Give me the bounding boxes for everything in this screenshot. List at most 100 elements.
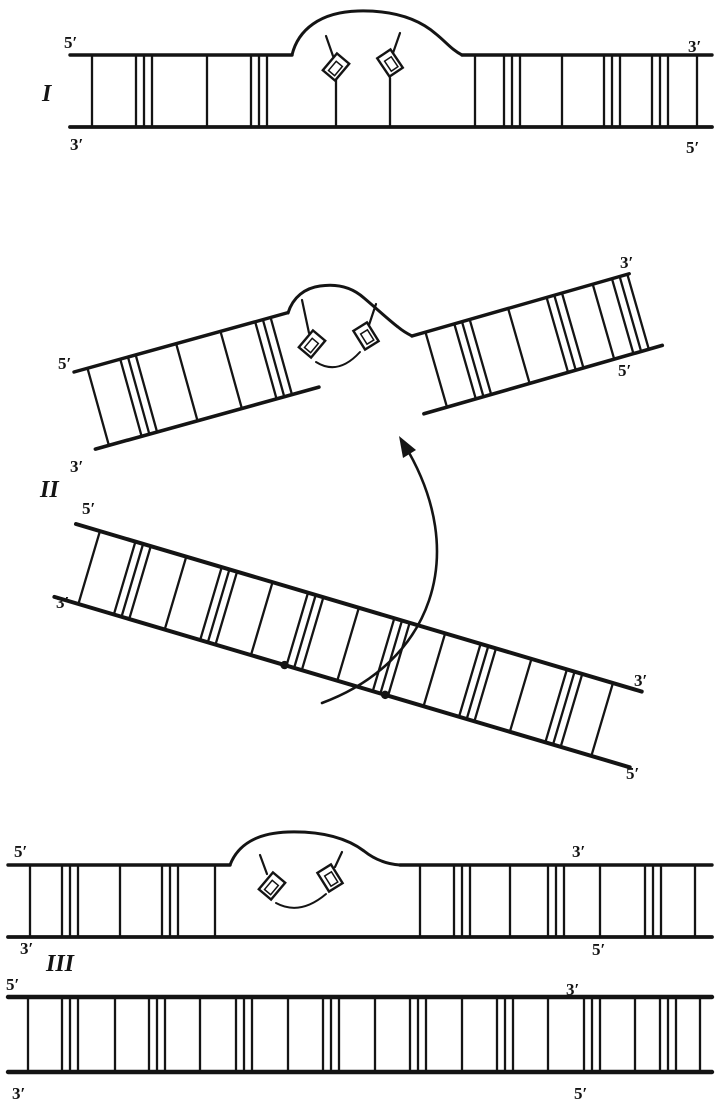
- base-pair-rung: [206, 568, 231, 644]
- base-pair-rung: [300, 596, 325, 672]
- base-pair-rung: [379, 619, 404, 695]
- stage1-duplex-with-dimer: [68, 9, 714, 129]
- bottom-strand-rail: [93, 385, 321, 451]
- dimer-box-outline: [315, 862, 345, 894]
- base-pair-rung: [86, 367, 111, 447]
- dimer-box-inner-mark: [359, 328, 375, 346]
- base-pair-rung: [468, 318, 493, 396]
- bottom-strand-rail: [52, 594, 632, 770]
- base-pair-rung: [424, 330, 449, 409]
- base-pair-rung: [134, 353, 159, 434]
- stage1-numeral: I: [41, 81, 53, 107]
- base-pair-rung: [163, 555, 188, 631]
- base-pair-rung: [591, 283, 616, 361]
- stage2-left-daughter-segment: [72, 310, 321, 451]
- base-pair-rung: [112, 540, 137, 616]
- stage3-numeral: III: [45, 951, 76, 977]
- base-pair-rung: [119, 358, 143, 438]
- stage1-label-top-right: 3′: [688, 37, 701, 56]
- top-strand-rail: [410, 272, 631, 338]
- dimer-box-outline: [257, 870, 287, 902]
- dimer-box-inner-mark: [383, 55, 399, 73]
- transfer-arrowhead: [399, 436, 416, 458]
- nick-site-dot: [280, 660, 289, 670]
- base-pair-rung: [610, 277, 635, 355]
- base-pair-rung: [77, 529, 102, 606]
- stage3-upper-bottom-right-label: 5′: [592, 940, 605, 959]
- bottom-strand-rail: [422, 343, 665, 416]
- dimer-stem: [300, 298, 311, 335]
- base-pair-rung: [560, 291, 585, 370]
- base-pair-rung: [460, 320, 485, 398]
- nick-site-dot: [381, 690, 390, 700]
- stage3-repaired-duplex: [5, 994, 715, 1075]
- stage2-right-segment-bottom-label: 5′: [618, 361, 631, 380]
- base-pair-rung: [545, 296, 570, 374]
- base-pair-rung: [336, 606, 361, 682]
- stage3-lower-top-left-label: 5′: [6, 975, 19, 994]
- base-pair-rung: [249, 581, 274, 657]
- stage2-dimer-loop: [286, 283, 414, 369]
- stage2-donor-top-left-label: 5′: [82, 499, 95, 518]
- panel-stage-2: II 5′ 3′ 3′ 5′ 5′ 3′ 3′ 5′: [39, 253, 665, 783]
- stage3-lower-bottom-right-label: 5′: [574, 1084, 587, 1103]
- base-pair-rung: [199, 566, 223, 642]
- base-pair-rung: [269, 316, 294, 396]
- dimer-stem: [391, 31, 402, 55]
- dimer-box-inner-mark: [323, 870, 339, 888]
- base-pair-rung: [559, 672, 584, 748]
- dimer-box-inner-mark: [303, 337, 320, 354]
- base-pair-rung: [254, 320, 278, 400]
- stage2-donor-top-right-label: 3′: [634, 671, 647, 690]
- stage1-label-bottom-right: 5′: [686, 138, 699, 157]
- pyrimidine-dimer-base-box: [315, 862, 345, 894]
- single-strand-loop: [228, 830, 402, 867]
- stage2-left-segment-top-label: 5′: [58, 354, 71, 373]
- stage3-upper-top-left-label: 5′: [14, 842, 27, 861]
- stage2-donor-duplex: [52, 522, 644, 770]
- base-pair-rung: [618, 275, 643, 353]
- transfer-arrow-curve: [320, 442, 439, 705]
- dimer-stem: [258, 853, 269, 876]
- stage3-upper-top-right-label: 3′: [572, 842, 585, 861]
- stage3-lower-bottom-left-label: 3′: [12, 1084, 25, 1103]
- base-pair-rung: [590, 681, 615, 758]
- base-pair-rung: [219, 330, 244, 410]
- dimer-box-outline: [297, 328, 327, 360]
- single-strand-loop: [286, 283, 414, 338]
- base-pair-rung: [174, 342, 199, 422]
- panel-stage-1: I 5′ 3′ 3′ 5′: [41, 9, 714, 157]
- base-pair-rung: [457, 642, 482, 718]
- base-pair-rung: [126, 355, 151, 436]
- dimer-box-outline: [321, 51, 351, 83]
- stage2-right-segment-top-label: 3′: [620, 253, 633, 272]
- base-pair-rung: [473, 647, 498, 723]
- stage3-lower-top-right-label: 3′: [566, 980, 579, 999]
- dimer-box-outline: [351, 320, 381, 352]
- stage1-label-top-left: 5′: [64, 33, 77, 52]
- stage2-donor-bottom-right-label: 5′: [626, 764, 639, 783]
- pyrimidine-dimer-base-box: [257, 870, 287, 902]
- stage3-dimer-duplex: [6, 830, 714, 939]
- stage1-label-bottom-left: 3′: [70, 135, 83, 154]
- dimer-link-arc: [275, 893, 327, 909]
- stage2-numeral: II: [39, 477, 60, 503]
- base-pair-rung: [508, 657, 533, 733]
- dimer-box-inner-mark: [263, 879, 280, 896]
- base-pair-rung: [214, 570, 239, 646]
- base-pair-rung: [292, 593, 317, 670]
- base-pair-rung: [551, 670, 576, 746]
- dimer-stem: [333, 850, 344, 869]
- pyrimidine-dimer-base-box: [321, 51, 351, 83]
- base-pair-rung: [553, 294, 577, 372]
- top-strand-rail: [72, 310, 290, 374]
- base-pair-rung: [506, 307, 531, 385]
- base-pair-rung: [128, 545, 152, 621]
- dimer-box-outline: [375, 47, 405, 79]
- base-pair-rung: [544, 668, 569, 744]
- dimer-link-arc: [315, 351, 361, 369]
- base-pair-rung: [261, 318, 286, 398]
- base-pair-rung: [386, 621, 411, 697]
- pyrimidine-dimer-base-box: [375, 47, 405, 79]
